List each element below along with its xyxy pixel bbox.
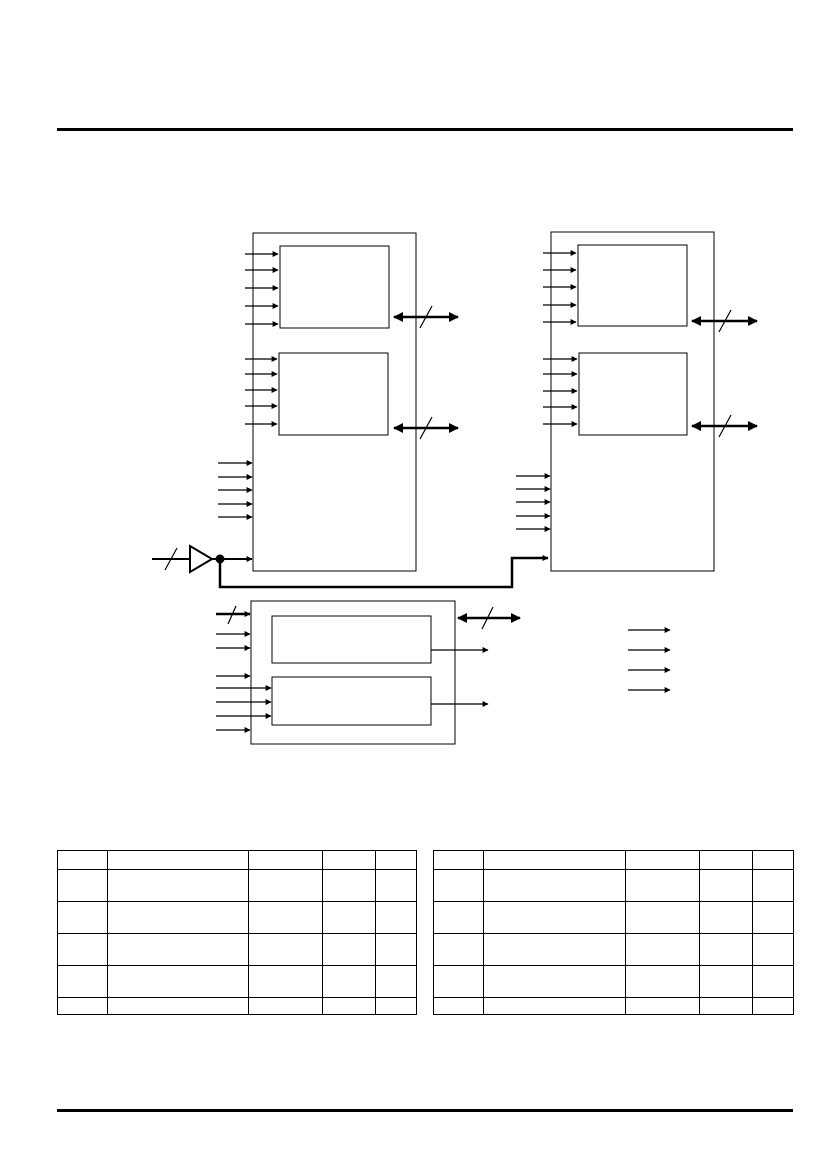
table-cell — [752, 901, 794, 934]
table-cell — [107, 933, 249, 966]
table-cell — [107, 869, 249, 902]
legend-arrows — [628, 627, 671, 693]
table-cell — [248, 901, 323, 934]
table-cell — [375, 901, 417, 934]
table-cell — [57, 933, 108, 966]
footer-rule — [57, 1109, 793, 1112]
table-cell — [625, 933, 700, 966]
shared-bus-line — [218, 555, 549, 589]
table-cell — [483, 965, 626, 998]
table-cell — [375, 997, 417, 1015]
table-cell — [433, 933, 484, 966]
right-chip-outline — [550, 231, 715, 572]
left-lower-subblock — [278, 352, 389, 436]
table-cell — [699, 869, 753, 902]
table-cell — [57, 965, 108, 998]
table-cell — [625, 965, 700, 998]
lower-upper-subblock — [271, 615, 432, 664]
table-cell — [483, 933, 626, 966]
table-cell — [248, 965, 323, 998]
table-cell — [107, 901, 249, 934]
table-cell — [322, 869, 376, 902]
table-cell — [483, 850, 626, 870]
table-cell — [322, 965, 376, 998]
table-cell — [375, 965, 417, 998]
table-cell — [752, 869, 794, 902]
table-cell — [699, 850, 753, 870]
table-cell — [752, 850, 794, 870]
table-cell — [57, 869, 108, 902]
table-cell — [322, 901, 376, 934]
table-cell — [483, 901, 626, 934]
left-chip-block — [252, 232, 417, 572]
right-upper-subblock — [577, 244, 688, 327]
table-cell — [57, 850, 108, 870]
left-chip-bidir-bus — [393, 305, 459, 440]
table-cell — [433, 901, 484, 934]
table-cell — [57, 901, 108, 934]
lower-chip-block — [250, 600, 456, 745]
table-cell — [625, 997, 700, 1015]
table-cell — [322, 850, 376, 870]
pin-table-right — [433, 850, 794, 1015]
table-cell — [752, 933, 794, 966]
table-cell — [433, 965, 484, 998]
table-cell — [248, 933, 323, 966]
table-cell — [375, 869, 417, 902]
table-cell — [375, 850, 417, 870]
header-rule — [57, 128, 793, 131]
lower-chip-outputs — [431, 606, 521, 707]
table-cell — [433, 869, 484, 902]
table-cell — [433, 850, 484, 870]
table-cell — [752, 997, 794, 1015]
right-chip-block — [550, 231, 715, 572]
table-cell — [375, 933, 417, 966]
pin-table-left — [57, 850, 417, 1015]
table-cell — [752, 965, 794, 998]
table-cell — [625, 869, 700, 902]
table-cell — [433, 997, 484, 1015]
table-cell — [625, 901, 700, 934]
table-cell — [57, 997, 108, 1015]
right-chip-bidir-bus — [691, 309, 758, 438]
block-diagram — [152, 231, 758, 745]
right-lower-subblock — [578, 352, 688, 436]
left-upper-subblock — [279, 245, 390, 329]
table-cell — [107, 997, 249, 1015]
lower-input-slash — [227, 605, 237, 625]
table-cell — [483, 997, 626, 1015]
table-cell — [699, 997, 753, 1015]
buffer-triangle-icon — [189, 544, 214, 574]
table-cell — [248, 997, 323, 1015]
table-cell — [107, 965, 249, 998]
table-cell — [322, 997, 376, 1015]
table-cell — [107, 850, 249, 870]
table-cell — [248, 850, 323, 870]
lower-chip-inputs — [216, 611, 272, 733]
table-cell — [699, 965, 753, 998]
table-cell — [248, 869, 323, 902]
table-cell — [322, 933, 376, 966]
left-chip-inputs — [218, 251, 279, 520]
lower-chip-outline — [250, 600, 456, 745]
left-chip-outline — [252, 232, 417, 572]
table-cell — [699, 901, 753, 934]
table-cell — [699, 933, 753, 966]
table-cell — [625, 850, 700, 870]
table-cell — [483, 869, 626, 902]
buffer-input — [152, 544, 549, 589]
right-chip-inputs — [516, 250, 578, 532]
lower-lower-subblock — [271, 676, 432, 726]
